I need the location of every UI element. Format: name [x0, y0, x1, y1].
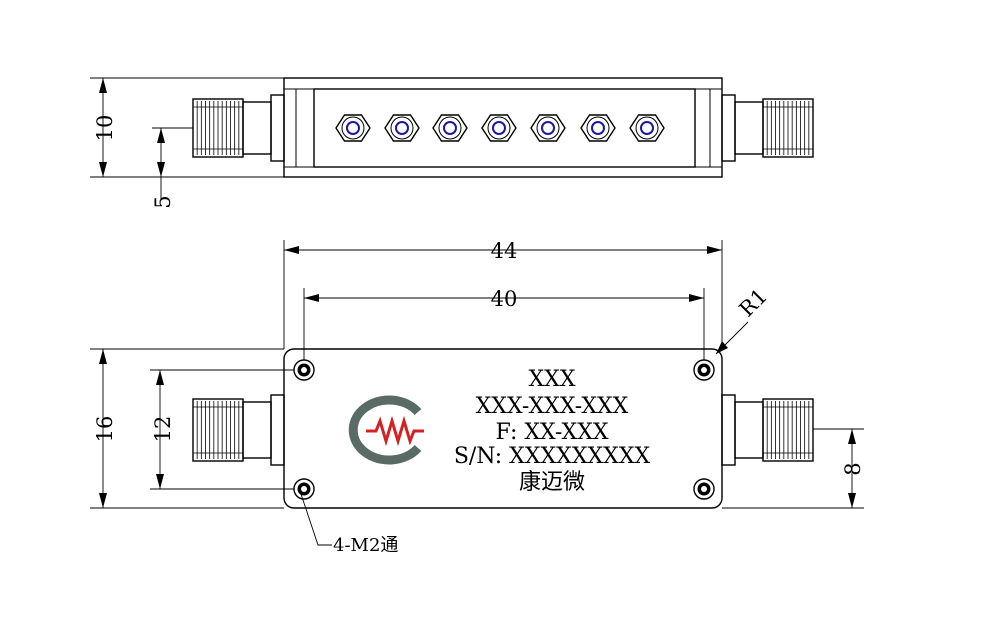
tuning-screw [346, 121, 360, 135]
left-sma-connector-front [192, 394, 285, 466]
product-label: XXX XXX-XXX-XXX F: XX-XXX S/N: XXXXXXXXX… [454, 367, 651, 495]
dimension-16-label: 16 [93, 416, 117, 443]
label-line-3: F: XX-XXX [495, 420, 608, 445]
tuning-screw [591, 121, 605, 135]
dimension-5-label: 5 [151, 195, 175, 208]
dimension-40-label: 40 [491, 287, 518, 311]
dimension-5: 5 [151, 127, 193, 209]
dimension-44-label: 44 [491, 239, 518, 263]
dimension-16: 16 [90, 348, 284, 509]
dimension-r1: R1 [715, 284, 773, 355]
hole-callout-label: 4-M2通 [333, 535, 398, 556]
tuning-screws [335, 114, 665, 142]
top-cover [313, 88, 696, 168]
dimension-r1-label: R1 [735, 284, 773, 322]
hex-nut [335, 114, 371, 142]
tuning-screw [443, 121, 457, 135]
dimension-40: 40 [303, 287, 705, 360]
dimension-10: 10 [90, 77, 284, 178]
dimension-8-label: 8 [841, 462, 865, 475]
hole-callout: 4-M2通 [299, 490, 398, 556]
hex-nut [580, 114, 616, 142]
hex-nut [530, 114, 566, 142]
hex-nut [432, 114, 468, 142]
right-sma-connector-front [721, 394, 814, 466]
tuning-screw [492, 121, 506, 135]
left-sma-connector-top [192, 94, 285, 162]
top-view: 10 5 [90, 77, 814, 209]
hex-nut [629, 114, 665, 142]
hex-nut [481, 114, 517, 142]
right-sma-connector-top [721, 94, 814, 162]
dimension-8: 8 [722, 428, 865, 509]
tuning-screw [395, 121, 409, 135]
label-line-5: 康迈微 [519, 470, 585, 495]
tuning-screw [640, 121, 654, 135]
dimension-12-label: 12 [151, 416, 175, 443]
tuning-screw [541, 121, 555, 135]
label-line-4: S/N: XXXXXXXXX [454, 444, 651, 469]
front-view: XXX XXX-XXX-XXX F: XX-XXX S/N: XXXXXXXXX… [90, 239, 865, 556]
mounting-hole [693, 478, 715, 500]
top-body-outline [283, 77, 723, 178]
hex-nut [384, 114, 420, 142]
dimension-12: 12 [150, 369, 294, 490]
dimension-10-label: 10 [93, 115, 117, 142]
company-logo [348, 395, 424, 465]
dimension-44: 44 [283, 239, 723, 349]
label-line-2: XXX-XXX-XXX [476, 394, 629, 419]
label-line-1: XXX [529, 367, 576, 392]
